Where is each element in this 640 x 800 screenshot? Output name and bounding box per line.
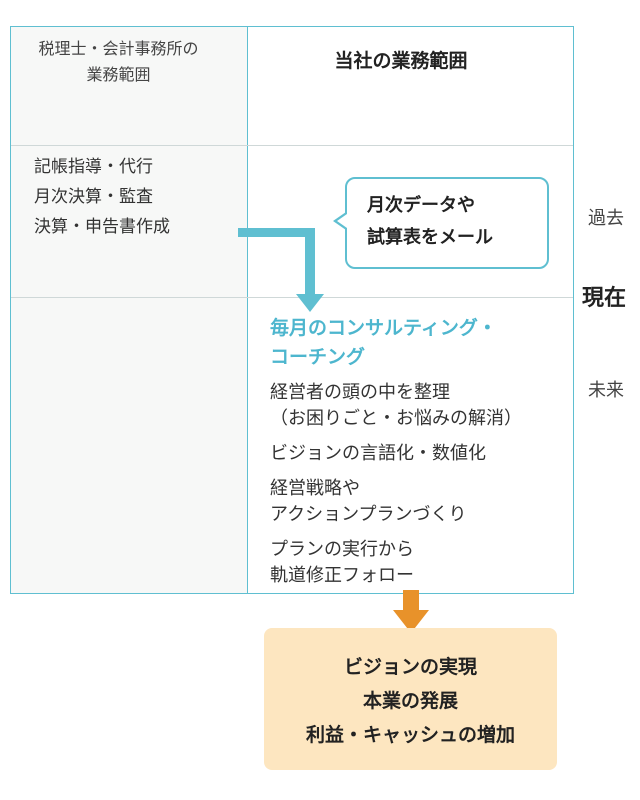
- result-line: ビジョンの実現: [343, 656, 477, 678]
- left-column: [11, 27, 248, 593]
- consulting-item-line: （お困りごと・お悩みの解消）: [270, 408, 522, 429]
- speech-bubble-tail-inner: [337, 214, 347, 228]
- timeline-past-label: 過去: [588, 208, 624, 229]
- consulting-title-line: 毎月のコンサルティング・: [270, 317, 497, 339]
- result-box: ビジョンの実現 本業の発展 利益・キャッシュの増加: [264, 628, 557, 770]
- tax-accountant-scope-header: 税理士・会計事務所の 業務範囲: [10, 36, 227, 88]
- consulting-item-list: 経営者の頭の中を整理 （お困りごと・お悩みの解消） ビジョンの言語化・数値化 経…: [270, 380, 522, 598]
- scope-table: [10, 26, 574, 594]
- timeline-now-label: 現在: [582, 286, 627, 311]
- tax-accountant-task-list: 記帳指導・代行 月次決算・監査 決算・申告書作成: [34, 152, 170, 242]
- bubble-line: 試算表をメール: [367, 227, 493, 248]
- consulting-item: ビジョンの言語化・数値化: [270, 441, 522, 467]
- down-arrow-icon: [393, 590, 429, 633]
- timeline-future-label: 未来: [588, 380, 624, 401]
- consulting-item: 経営者の頭の中を整理 （お困りごと・お悩みの解消）: [270, 380, 522, 432]
- consulting-item-line: アクションプランづくり: [270, 504, 467, 525]
- consulting-item: 経営戦略や アクションプランづくり: [270, 476, 522, 528]
- consulting-item-line: プランの実行から: [270, 539, 414, 560]
- header-line: 税理士・会計事務所の: [38, 39, 199, 58]
- consulting-title: 毎月のコンサルティング・ コーチング: [270, 314, 497, 372]
- result-line: 利益・キャッシュの増加: [305, 724, 515, 746]
- consulting-item-line: 経営者の頭の中を整理: [270, 382, 450, 403]
- monthly-data-speech-bubble: 月次データや 試算表をメール: [345, 177, 549, 269]
- task-item: 月次決算・監査: [34, 187, 153, 207]
- consulting-item-line: 経営戦略や: [270, 478, 360, 499]
- row-divider-1: [11, 145, 573, 146]
- consulting-item: プランの実行から 軌道修正フォロー: [270, 537, 522, 589]
- bubble-line: 月次データや: [367, 195, 475, 216]
- consulting-title-line: コーチング: [270, 346, 366, 368]
- flow-arrow-icon: [238, 228, 324, 312]
- consulting-item-line: ビジョンの言語化・数値化: [270, 443, 486, 464]
- result-line: 本業の発展: [362, 690, 458, 712]
- our-scope-header: 当社の業務範囲: [334, 50, 468, 72]
- consulting-item-line: 軌道修正フォロー: [270, 565, 414, 586]
- header-line: 業務範囲: [86, 65, 151, 84]
- task-item: 記帳指導・代行: [34, 157, 153, 177]
- task-item: 決算・申告書作成: [34, 217, 170, 237]
- row-divider-2: [11, 297, 573, 298]
